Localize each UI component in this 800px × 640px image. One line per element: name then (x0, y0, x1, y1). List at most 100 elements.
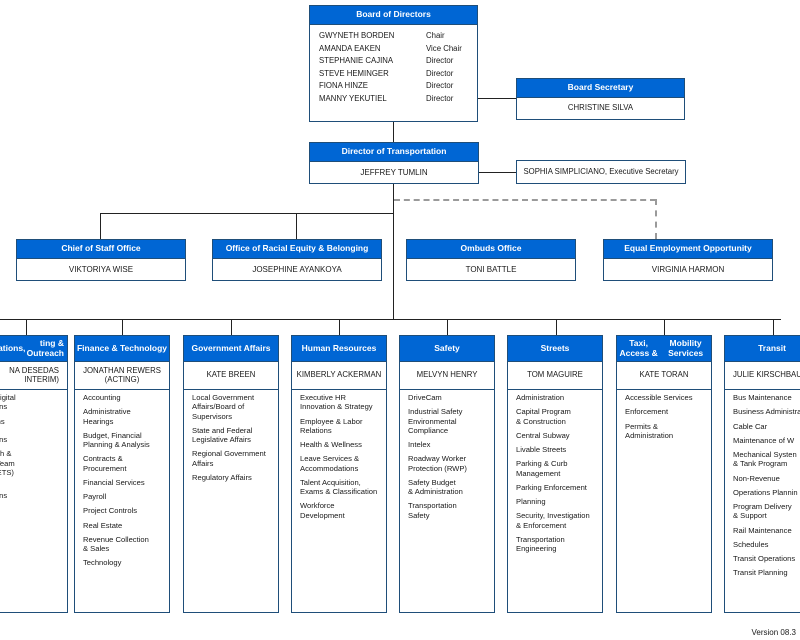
connector-div-3 (339, 319, 340, 335)
division-function-list: ting & Digital unicationsRelations tomer… (0, 390, 67, 501)
board-secretary-title: Board Secretary (517, 79, 684, 98)
office-lead-name: JOSEPHINE AYANKOYA (252, 264, 342, 274)
connector-trunk (393, 184, 394, 319)
division-function-item: Permits & Administration (625, 421, 674, 440)
connector-div-6 (664, 319, 665, 335)
division-separator (75, 389, 169, 390)
division-title-line: Taxi, Access & (619, 337, 658, 358)
board-member-name: FIONA HINZE (319, 81, 368, 90)
division-function-item: Administration (516, 393, 565, 402)
division-lead-line: KATE TORAN (639, 370, 689, 380)
division-title: Human Resources (292, 336, 386, 362)
division-function-item: Transportation Engineering (516, 534, 565, 553)
division-lead-line: (ACTING) (104, 374, 140, 384)
division-title: Transit (725, 336, 800, 362)
office-title: Chief of Staff Office (17, 240, 185, 259)
division-function-item: Leave Services & Accommodations (300, 454, 360, 473)
division-function-item: Business Administra (733, 407, 800, 417)
connector-div-1 (122, 319, 123, 335)
division-function-item: Transportation Safety (408, 501, 457, 520)
division-function-item: Mechanical Systen & Tank Program (733, 450, 797, 469)
office-chief-of-staff: Chief of Staff Office VIKTORIYA WISE (16, 239, 186, 281)
director-name: JEFFREY TUMLIN (360, 167, 428, 177)
executive-secretary-name: SOPHIA SIMPLICIANO, Executive Secretary (523, 166, 679, 176)
division-function-item: Local Government Affairs/Board of Superv… (192, 393, 255, 421)
division-function-item: Real Estate (83, 520, 123, 530)
division-function-item: Talent Acquisition, Exams & Classificati… (300, 477, 378, 496)
division-function-item: Employee & Labor Relations (300, 416, 363, 435)
division-function-item: Schedules (733, 539, 769, 549)
connector-divisions-bar (0, 319, 781, 320)
division-title-line: Mobility Services (668, 337, 704, 358)
office-title: Ombuds Office (407, 240, 575, 259)
division-lead-line: JULIE KIRSCHBAU (733, 370, 800, 380)
division-lead: JONATHAN REWERS(ACTING) (75, 362, 169, 389)
board-member-role: Director (426, 68, 454, 78)
division-function-item: Revenue Collection & Sales (83, 534, 149, 553)
division-title-line: Transit (758, 342, 786, 353)
office-ombuds: Ombuds Office TONI BATTLE (406, 239, 576, 281)
board-secretary-box: Board Secretary CHRISTINE SILVA (516, 78, 685, 120)
board-member-role: Chair (426, 31, 445, 40)
division-function-item: Enforcement (625, 407, 669, 417)
board-member-name: STEPHANIE CAJINA (319, 56, 394, 65)
board-member-role: Vice Chair (426, 43, 462, 53)
division-separator (617, 389, 711, 390)
division-lead-line: NA DESEDAS (9, 365, 59, 375)
division-function-item: Bus Maintenance (733, 393, 792, 402)
division-function-item: Outreach & ement Team gy (POETS) (0, 449, 15, 477)
division-title-line: Human Resources (301, 342, 377, 353)
division-function-item: Capital Program & Construction (516, 407, 571, 426)
division-title-line: Safety (434, 342, 460, 353)
division-separator (184, 389, 278, 390)
division-function-item: Non-Revenue (733, 473, 780, 483)
division-lead-line: INTERIM) (24, 374, 59, 384)
division-lead: TOM MAGUIRE (508, 362, 602, 389)
division-function-item: Accessible Services (625, 393, 693, 402)
division-function-list: Local Government Affairs/Board of Superv… (184, 390, 278, 482)
division-function-item: Livable Streets (516, 445, 567, 454)
office-equal-employment: Equal Employment Opportunity VIRGINIA HA… (603, 239, 773, 281)
division-function-item: Administrative Hearings (83, 407, 131, 426)
division-function-item: Regulatory Affairs (192, 472, 252, 482)
office-title: Equal Employment Opportunity (604, 240, 772, 259)
division-title: Finance & Technology (75, 336, 169, 362)
division-lead: KATE TORAN (617, 362, 711, 389)
division-function-item: Intelex (408, 440, 431, 449)
division-function-item: Parking & Curb Management (516, 459, 568, 478)
division-lead: MELVYN HENRY (400, 362, 494, 389)
division-title: munications,ting & Outreach (0, 336, 67, 362)
division-lead-line: JONATHAN REWERS (83, 365, 161, 375)
division-separator (725, 389, 800, 390)
connector-div-7 (773, 319, 774, 335)
division-function-item: Project Controls (83, 506, 138, 516)
division-title: Taxi, Access & Mobility Services (617, 336, 711, 362)
division-lead-line: TOM MAGUIRE (527, 370, 583, 380)
division-function-item: DriveCam (408, 393, 442, 402)
office-racial-equity: Office of Racial Equity & Belonging JOSE… (212, 239, 382, 281)
connector-div-2 (231, 319, 232, 335)
division-title: Government Affairs (184, 336, 278, 362)
version-label: Version 08.3 (751, 628, 796, 637)
division-title-line: ting & Outreach (26, 337, 64, 358)
executive-secretary-box: SOPHIA SIMPLICIANO, Executive Secretary (516, 160, 686, 184)
office-title: Office of Racial Equity & Belonging (213, 240, 381, 259)
division-function-item: Executive HR Innovation & Strategy (300, 393, 373, 412)
board-title: Board of Directors (310, 6, 477, 25)
division-function-item: Contracts & Procurement (83, 454, 127, 473)
division-title-line: munications, (0, 342, 26, 353)
division-title-line: Government Affairs (191, 342, 271, 353)
